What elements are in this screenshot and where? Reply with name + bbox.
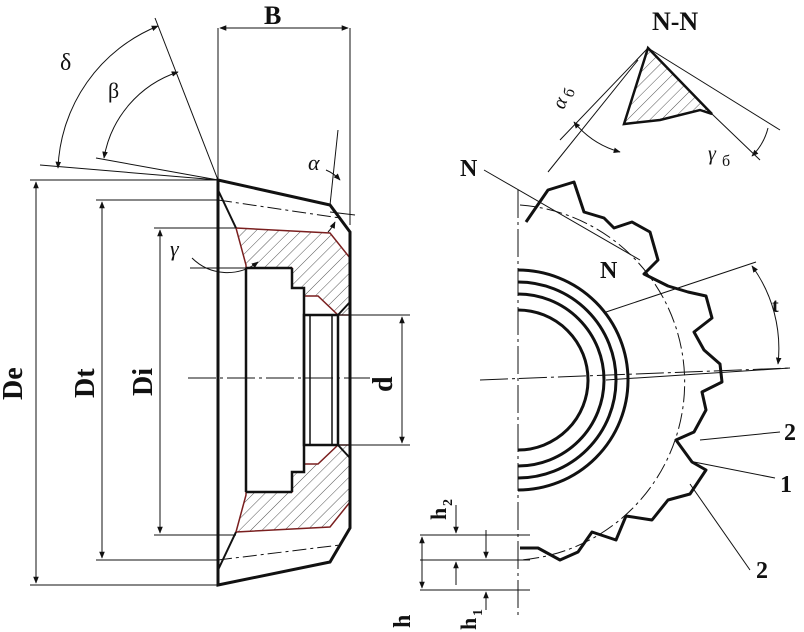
label-beta: β [108,78,119,103]
label-gamma-b: γ б [708,143,730,170]
section-N-N-profile [622,45,713,126]
svg-text:γ: γ [708,143,717,165]
gear-teeth-outline [520,180,724,562]
label-section-N-N: N-N [652,7,698,36]
label-Dt: Dt [70,368,101,398]
label-alpha: α [308,150,320,175]
section-N-N: N-N α б γ б [548,7,781,170]
label-h1: h 1 [456,609,486,630]
svg-text:б: б [722,153,730,170]
svg-text:h: h [426,508,451,520]
label-h: h [390,615,416,628]
label-t: t [772,295,779,317]
label-leader-2-bottom: 2 [756,558,768,584]
label-leader-1: 1 [780,472,792,498]
label-leader-2-top: 2 [784,420,796,446]
label-gamma: γ [170,236,180,261]
svg-text:h: h [456,618,481,630]
label-d: d [368,376,399,392]
right-gear-view: N N t 2 1 2 h h 1 h 2 [390,59,796,630]
left-section-view: B δ β α γ De Dt Di d [0,1,410,587]
svg-text:2: 2 [441,499,456,506]
svg-text:б: б [560,86,579,99]
label-N-upper: N [460,156,478,182]
label-h2: h 2 [426,499,456,520]
label-Di: Di [128,368,159,396]
label-De: De [0,367,29,400]
label-B: B [264,1,281,30]
label-alpha-b: α б [548,86,579,112]
label-N-lower: N [600,258,618,284]
label-delta: δ [60,50,71,76]
svg-text:1: 1 [471,609,486,616]
